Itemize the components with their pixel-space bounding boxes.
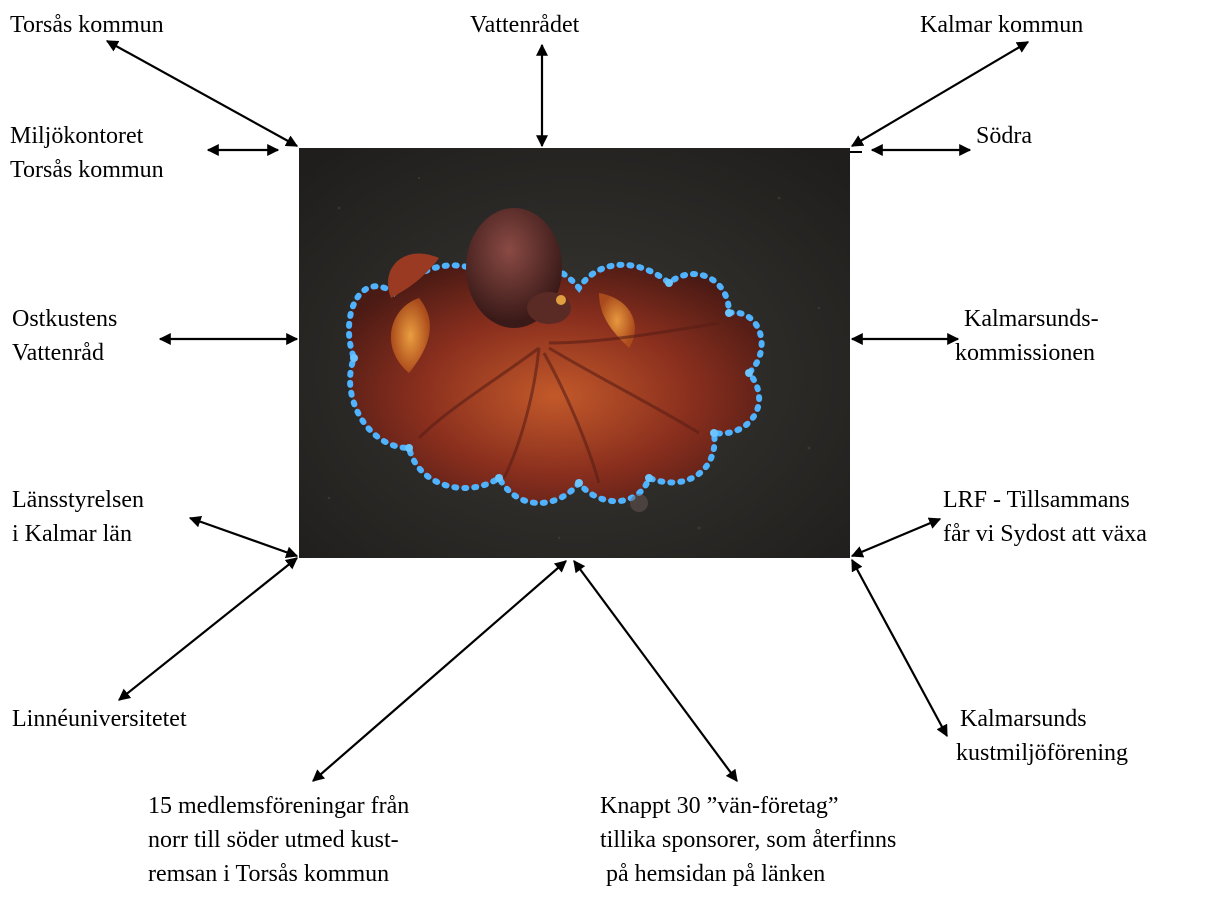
label-sodra: Södra <box>976 119 1032 153</box>
label-ostkustens-vattenrad: Ostkustens Vattenråd <box>12 302 117 370</box>
label-torsas-kommun: Torsås kommun <box>10 8 164 42</box>
octopus-photo <box>299 148 850 558</box>
label-kalmarsundskommissionen: Kalmarsunds- kommissionen <box>955 302 1099 370</box>
label-lrf: LRF - Tillsammans får vi Sydost att växa <box>943 483 1147 551</box>
label-kalmar-kommun: Kalmar kommun <box>920 8 1083 42</box>
arrow-lrf <box>852 519 940 556</box>
label-medlemsforeningar: 15 medlemsföreningar från norr till söde… <box>148 789 409 891</box>
arrow-kustmiljoforening <box>852 560 947 736</box>
arrow-van-foretag <box>574 561 737 781</box>
label-van-foretag: Knappt 30 ”vän-företag” tillika sponsore… <box>600 789 896 891</box>
arrow-lansstyrelsen <box>190 518 297 556</box>
label-vattenradet: Vattenrådet <box>470 8 579 42</box>
arrow-linneuniversitetet <box>119 558 297 700</box>
label-kustmiljoforening: Kalmarsunds kustmiljöförening <box>956 702 1128 770</box>
label-lansstyrelsen: Länsstyrelsen i Kalmar län <box>12 483 144 551</box>
label-linneuniversitetet: Linnéuniversitetet <box>12 702 187 736</box>
label-miljokontoret: Miljökontoret Torsås kommun <box>10 119 164 187</box>
arrow-medlemsforeningar <box>313 561 566 781</box>
